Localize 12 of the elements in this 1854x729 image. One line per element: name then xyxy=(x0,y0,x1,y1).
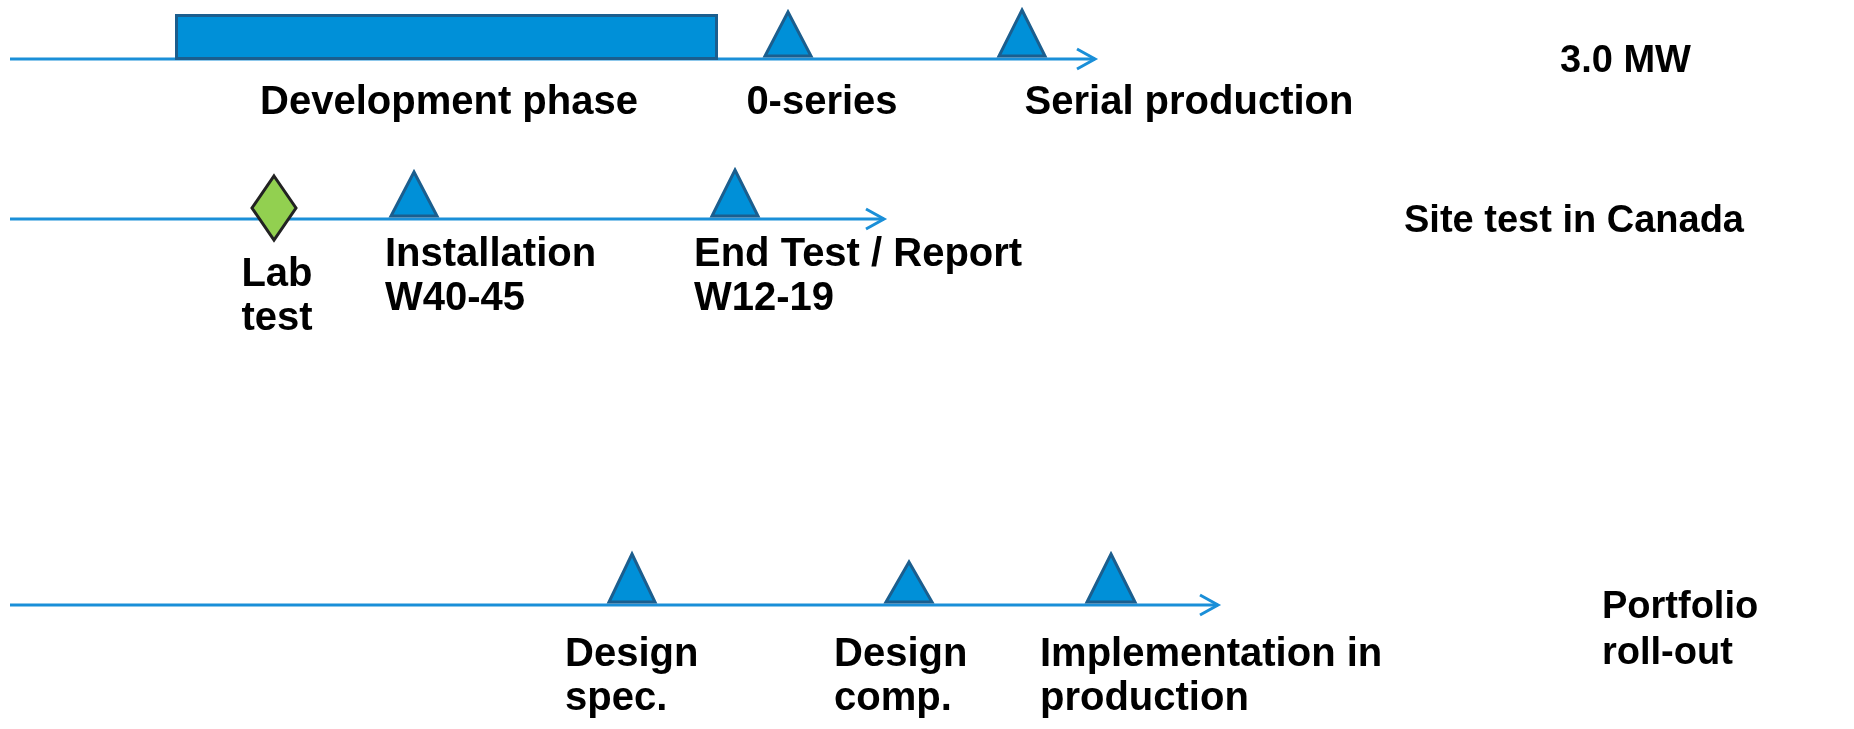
row-title: Portfolio roll-out xyxy=(1602,583,1760,674)
milestone-label: End Test / Report W12-19 xyxy=(694,230,1024,318)
milestone-label: Installation W40-45 xyxy=(385,230,598,318)
row-title: Site test in Canada xyxy=(1404,197,1745,242)
milestone-label: Design comp. xyxy=(834,630,969,718)
milestone-label: Design spec. xyxy=(565,630,700,718)
milestone-label: Implementation in production xyxy=(1040,630,1384,718)
milestone-label: Lab test xyxy=(240,250,314,338)
milestone-label: Serial production xyxy=(1023,78,1355,122)
row-title: 3.0 MW xyxy=(1560,37,1692,82)
milestone-label: 0-series xyxy=(745,78,899,122)
milestone-label: Development phase xyxy=(259,78,639,122)
